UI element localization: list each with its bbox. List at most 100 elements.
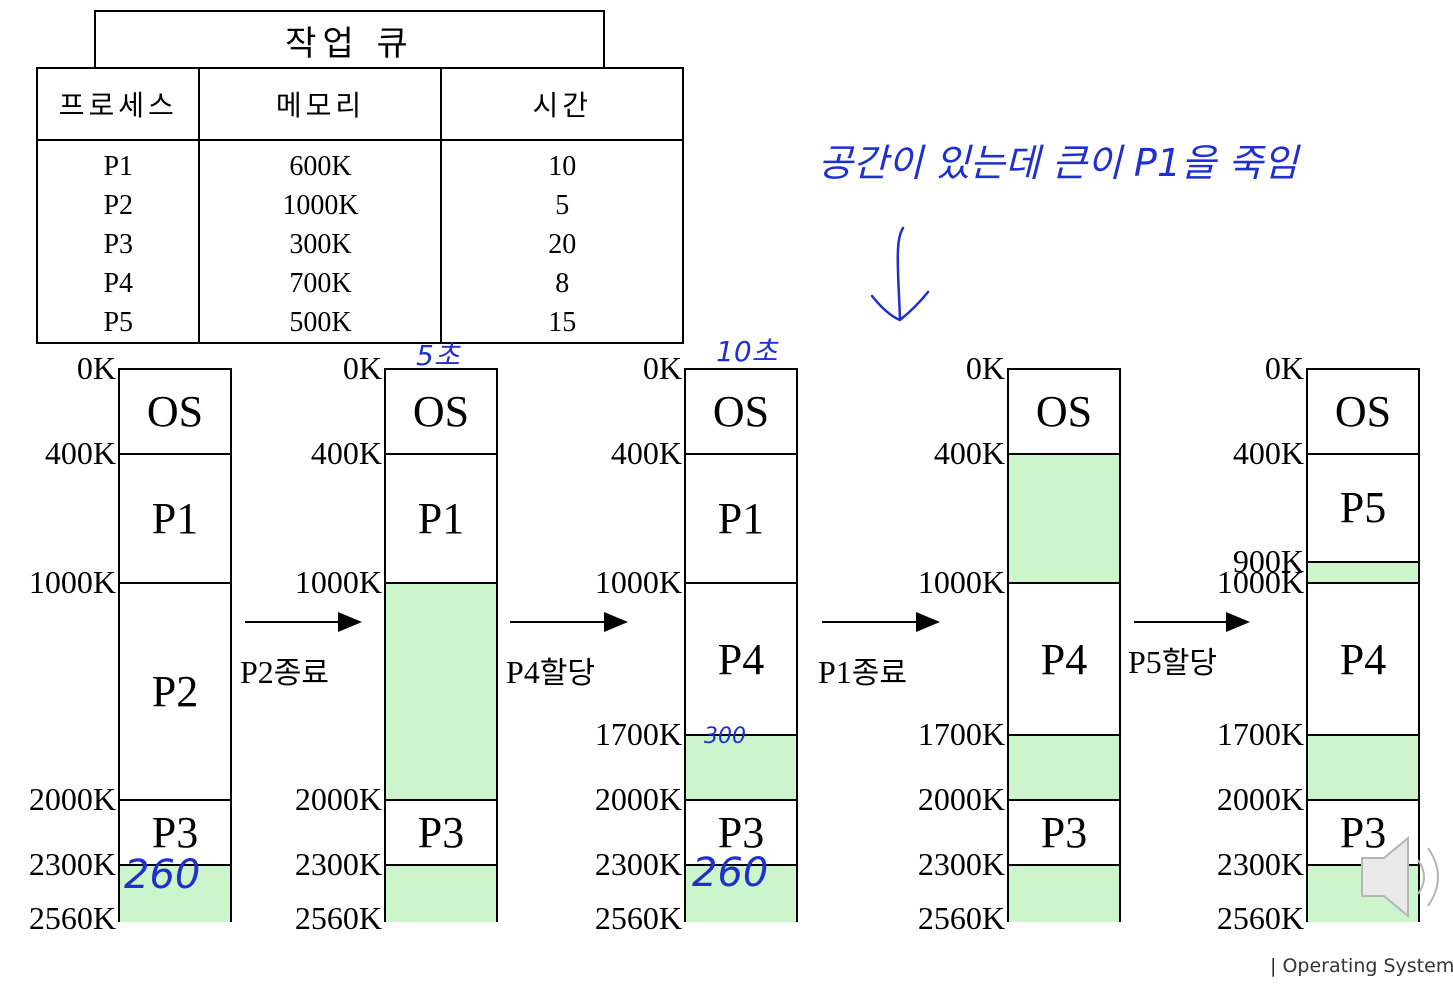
address-label: 0K: [642, 350, 682, 386]
segment-p2: P2: [120, 584, 230, 801]
header-memory: 메모리: [198, 67, 443, 141]
handwritten-time-5s: 5초: [416, 339, 460, 372]
handwritten-free-260-col1: 260: [124, 852, 201, 898]
address-label: 0K: [76, 350, 116, 386]
table-row: P1 600K 10: [35, 140, 684, 186]
cell-process: P5: [35, 303, 201, 343]
segment-p4: P4: [1308, 584, 1418, 736]
address-label: 1000K: [1216, 564, 1304, 601]
free-hole: [120, 865, 230, 922]
table-row: P3 300K 20: [35, 225, 684, 264]
cell-time: 15: [440, 303, 684, 343]
address-label: 2000K: [294, 780, 382, 817]
segment-p3: P3: [386, 801, 496, 866]
table-row: P2 1000K 5: [35, 186, 684, 225]
free-hole: [1009, 865, 1119, 922]
step-label-p1-terminate: P1종료: [818, 654, 907, 691]
address-label: 400K: [933, 434, 1005, 471]
cell-time: 10: [440, 140, 684, 186]
free-hole: [1009, 735, 1119, 801]
table-row: P5 500K 15: [35, 303, 684, 343]
address-label: 0K: [342, 350, 382, 386]
segment-p5: P5: [1308, 455, 1418, 563]
segment-os: OS: [120, 370, 230, 455]
step-label-p4-allocate: P4할당: [506, 654, 595, 691]
cell-process: P1: [35, 140, 201, 186]
table-header-row: 프로세스 메모리 시간: [35, 67, 684, 141]
address-label: 2300K: [294, 845, 382, 882]
address-label: 2300K: [1216, 845, 1304, 882]
handwritten-free-260-col3: 260: [692, 850, 769, 896]
segment-p4: P4: [1009, 584, 1119, 736]
segment-os: OS: [386, 370, 496, 455]
address-label: 0K: [1264, 350, 1304, 386]
cell-time: 8: [440, 264, 684, 303]
header-process: 프로세스: [35, 67, 201, 141]
handwritten-time-10s: 10초: [716, 335, 778, 368]
cell-memory: 600K: [198, 140, 443, 186]
free-hole: [1009, 454, 1119, 585]
segment-p1: P1: [120, 455, 230, 585]
address-label: 400K: [1232, 434, 1304, 471]
free-hole: [386, 584, 496, 801]
address-label: 400K: [610, 434, 682, 471]
step-label-p5-allocate: P5할당: [1128, 644, 1217, 681]
footer-label: | Operating Systems: [1270, 955, 1453, 977]
job-queue-table: 프로세스 메모리 시간 P1 600K 10 P2 1000K 5 P3 300…: [35, 67, 684, 344]
step-label-p2-terminate: P2종료: [240, 654, 329, 691]
address-label: 2300K: [28, 845, 116, 882]
address-label: 2560K: [294, 900, 382, 936]
segment-p3: P3: [1009, 801, 1119, 866]
free-hole: [1308, 735, 1418, 801]
cell-process: P3: [35, 225, 201, 264]
cell-memory: 300K: [198, 225, 443, 264]
address-label: 1000K: [294, 564, 382, 601]
address-label: 2560K: [917, 900, 1005, 936]
segment-p4: P4: [686, 584, 796, 736]
header-time: 시간: [440, 67, 684, 141]
segment-p1: P1: [386, 455, 496, 585]
address-label: 1000K: [28, 564, 116, 601]
down-arrow-icon: [870, 226, 930, 322]
address-label: 2560K: [28, 900, 116, 936]
free-hole: [686, 735, 796, 801]
free-hole: [1308, 562, 1418, 585]
address-label: 2000K: [1216, 780, 1304, 817]
address-label: 2560K: [1216, 900, 1304, 936]
address-label: 2000K: [28, 780, 116, 817]
address-label: 1000K: [594, 564, 682, 601]
cell-time: 20: [440, 225, 684, 264]
address-label: 400K: [310, 434, 382, 471]
speaker-icon: [1361, 835, 1439, 919]
address-label: 2300K: [594, 845, 682, 882]
cell-memory: 500K: [198, 303, 443, 343]
address-label: 2300K: [917, 845, 1005, 882]
address-label: 2560K: [594, 900, 682, 936]
address-label: 0K: [965, 350, 1005, 386]
address-label: 1000K: [917, 564, 1005, 601]
address-label: 1700K: [917, 715, 1005, 752]
cell-time: 5: [440, 186, 684, 225]
address-label: 400K: [44, 434, 116, 471]
segment-os: OS: [1308, 370, 1418, 455]
segment-p3: P3: [120, 801, 230, 866]
segment-p1: P1: [686, 455, 796, 585]
job-queue-title: 작업 큐: [94, 10, 605, 68]
table-row: P4 700K 8: [35, 264, 684, 303]
handwritten-note: 공간이 있는데 큰이 P1을 죽임: [818, 141, 1298, 185]
cell-memory: 1000K: [198, 186, 443, 225]
free-hole: [686, 865, 796, 922]
cell-process: P2: [35, 186, 201, 225]
free-hole: [386, 865, 496, 922]
address-label: 1700K: [1216, 715, 1304, 752]
segment-os: OS: [686, 370, 796, 455]
handwritten-gap-300: 300: [704, 724, 746, 749]
address-label: 2000K: [594, 780, 682, 817]
cell-memory: 700K: [198, 264, 443, 303]
